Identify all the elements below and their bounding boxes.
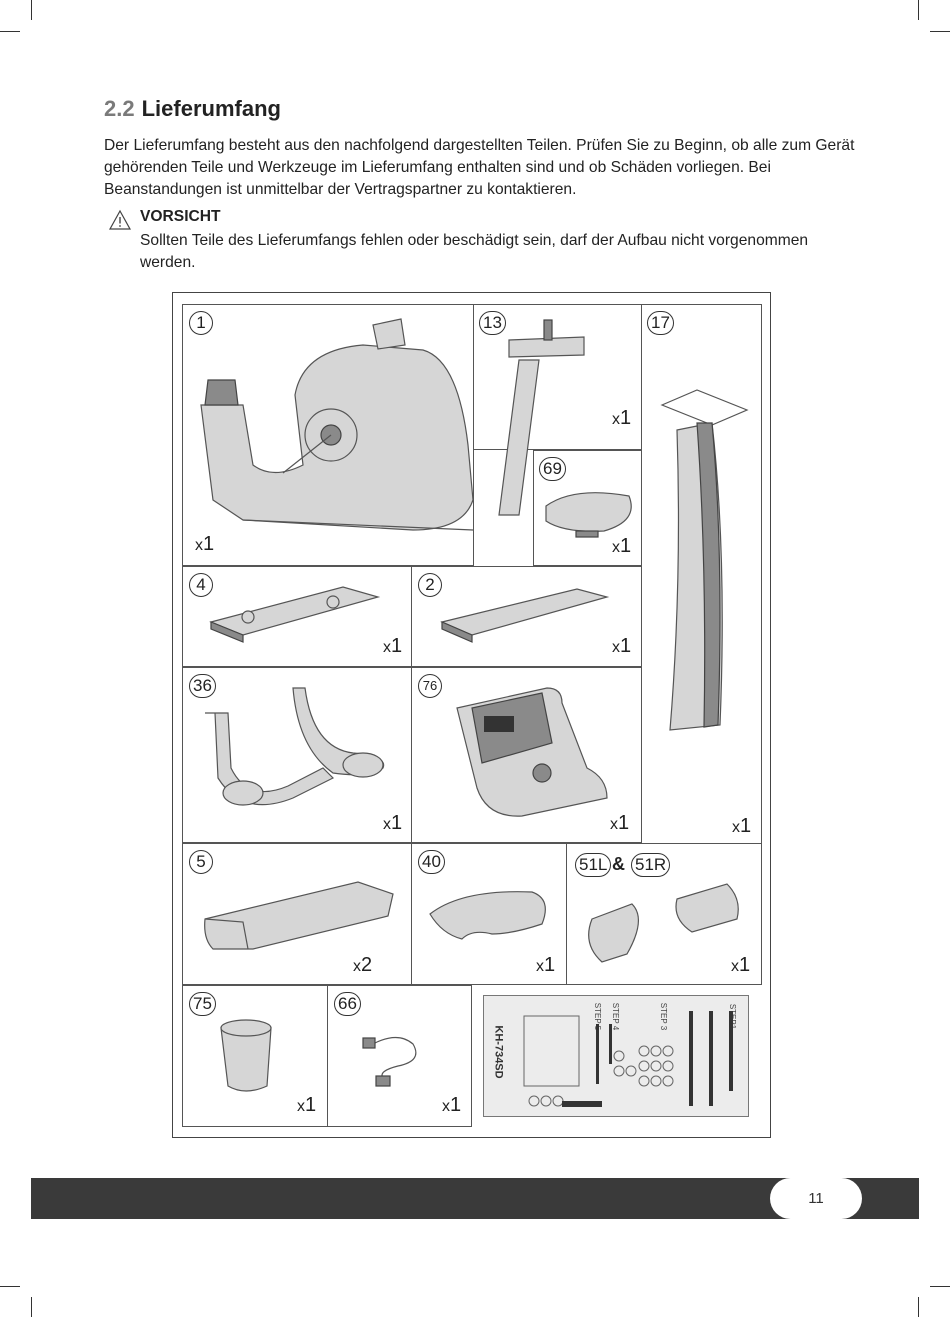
saddle-illustration [545,492,632,538]
crop-mark [930,1286,950,1287]
bottle-holder-illustration [220,1019,272,1092]
quantity-label: x1 [612,535,632,557]
power-cord-illustration [362,1036,417,1087]
quantity-label: x1 [612,635,632,657]
part-cell-76: 76 x1 [411,667,642,843]
part-cell-4: 4 x1 [182,566,412,667]
part-number: 51R [631,853,671,877]
crop-mark [930,31,950,32]
quantity-label: x1 [612,407,632,429]
crop-mark [0,31,20,32]
part-cell-51: 51L & 51R x1 [566,843,762,985]
quantity-label: x1 [610,812,630,834]
part-cell-2: 2 x1 [411,566,642,667]
intro-paragraph: Der Lieferumfang besteht aus den nachfol… [104,137,855,198]
part-number: 75 [189,992,216,1016]
page-number: 11 [808,1190,824,1207]
part-number: 36 [189,674,216,698]
part-cell-5: 5 x2 [182,843,412,985]
crank-cover-illustration [429,891,546,940]
part-cell-17: 17 x1 [641,304,762,844]
quantity-label: x1 [297,1094,317,1116]
quantity-label: x1 [442,1094,462,1116]
part-cell-1: 1 x1 [182,304,474,566]
part-number: 13 [479,311,506,335]
part-cell-69: 69 x1 [533,450,642,566]
quantity-label: x1 [195,533,215,555]
part-number: 76 [418,674,442,698]
cover-illustration [204,881,394,950]
part-number: 2 [418,573,442,597]
part-cell-13: 13 x1 [473,304,642,516]
part-number: 66 [334,992,361,1016]
part-number: 17 [647,311,674,335]
caution-text: Sollten Teile des Lieferumfangs fehlen o… [140,232,809,271]
pedal-separator: & [612,854,625,874]
quantity-label: x2 [353,954,373,976]
part-number: 51L [575,853,612,877]
hardware-tools-illustration [523,1011,733,1107]
crop-mark [31,1297,32,1317]
front-stabilizer-illustration [440,588,610,643]
quantity-label: x1 [732,815,752,837]
part-number: 4 [189,573,213,597]
part-cell-36: 36 x1 [182,667,412,843]
handlebar-illustration [205,687,385,806]
caution-title: VORSICHT [140,208,221,225]
part-number: 1 [189,311,213,335]
crop-mark [918,1297,919,1317]
part-cell-40: 40 x1 [411,843,567,985]
quantity-label: x1 [731,954,751,976]
page-number-pill [770,1178,862,1219]
rear-stabilizer-illustration [209,586,381,643]
console-illustration [456,687,608,817]
crop-mark [918,0,919,20]
section-title: Lieferumfang [141,96,281,121]
hardware-card: KH-734SD STEP1 STEP 3 STEP 4 STEP 5 [483,995,749,1117]
quantity-label: x1 [383,812,403,834]
part-number: 69 [539,457,566,481]
crop-mark [0,1286,20,1287]
section-number: 2.2 [104,96,135,121]
front-post-illustration [660,389,749,731]
part-number: 40 [418,850,445,874]
part-cell-66: 66 x1 [327,985,472,1127]
crop-mark [31,0,32,20]
warning-triangle-icon [108,209,132,230]
parts-figure: 1 x1 13 x1 17 x1 69 [172,292,771,1138]
part-number: 5 [189,850,213,874]
part-cell-75: 75 x1 [182,985,328,1127]
seat-post-illustration [498,319,585,516]
quantity-label: x1 [536,954,556,976]
main-frame-illustration [200,318,473,531]
quantity-label: x1 [383,635,403,657]
pedals-illustration [588,883,739,963]
